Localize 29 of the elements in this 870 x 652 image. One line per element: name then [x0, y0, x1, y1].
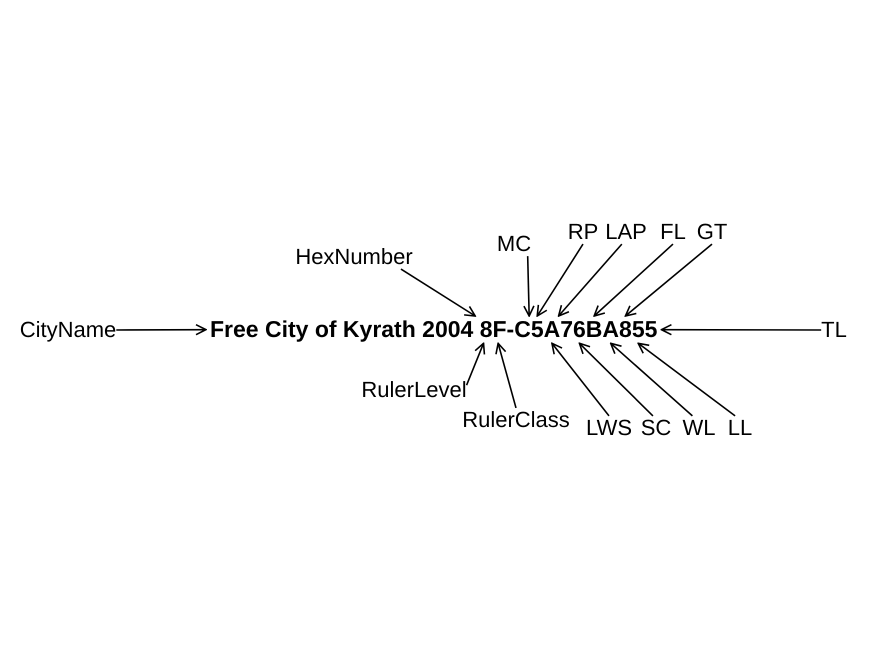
field-label: LWS [586, 416, 632, 440]
field-label: TL [821, 318, 847, 342]
arrow [660, 324, 822, 336]
arrow [624, 243, 713, 317]
arrow [466, 342, 486, 386]
arrow [610, 342, 693, 416]
field-label: RulerLevel [361, 378, 467, 402]
arrow [523, 256, 535, 317]
arrow [593, 244, 674, 317]
field-label: HexNumber [295, 244, 413, 270]
arrow [637, 342, 736, 417]
field-label: CityName [20, 318, 116, 342]
field-label: LAP [605, 220, 647, 244]
field-label: SC [640, 416, 672, 440]
field-label: RP [568, 220, 598, 244]
arrow [536, 244, 584, 317]
arrow [116, 324, 207, 336]
arrow [400, 268, 476, 317]
field-label: WL [682, 416, 716, 440]
code-string: Free City of Kyrath 2004 8F-C5A76BA855 [210, 317, 658, 342]
field-label: LL [728, 416, 752, 440]
field-label: RulerClass [462, 408, 570, 432]
field-label: MC [496, 232, 532, 256]
arrow [495, 342, 517, 408]
field-label: FL [660, 220, 686, 244]
arrow [551, 342, 610, 416]
arrow [578, 342, 654, 416]
arrow [558, 244, 622, 317]
field-label: GT [696, 220, 728, 244]
